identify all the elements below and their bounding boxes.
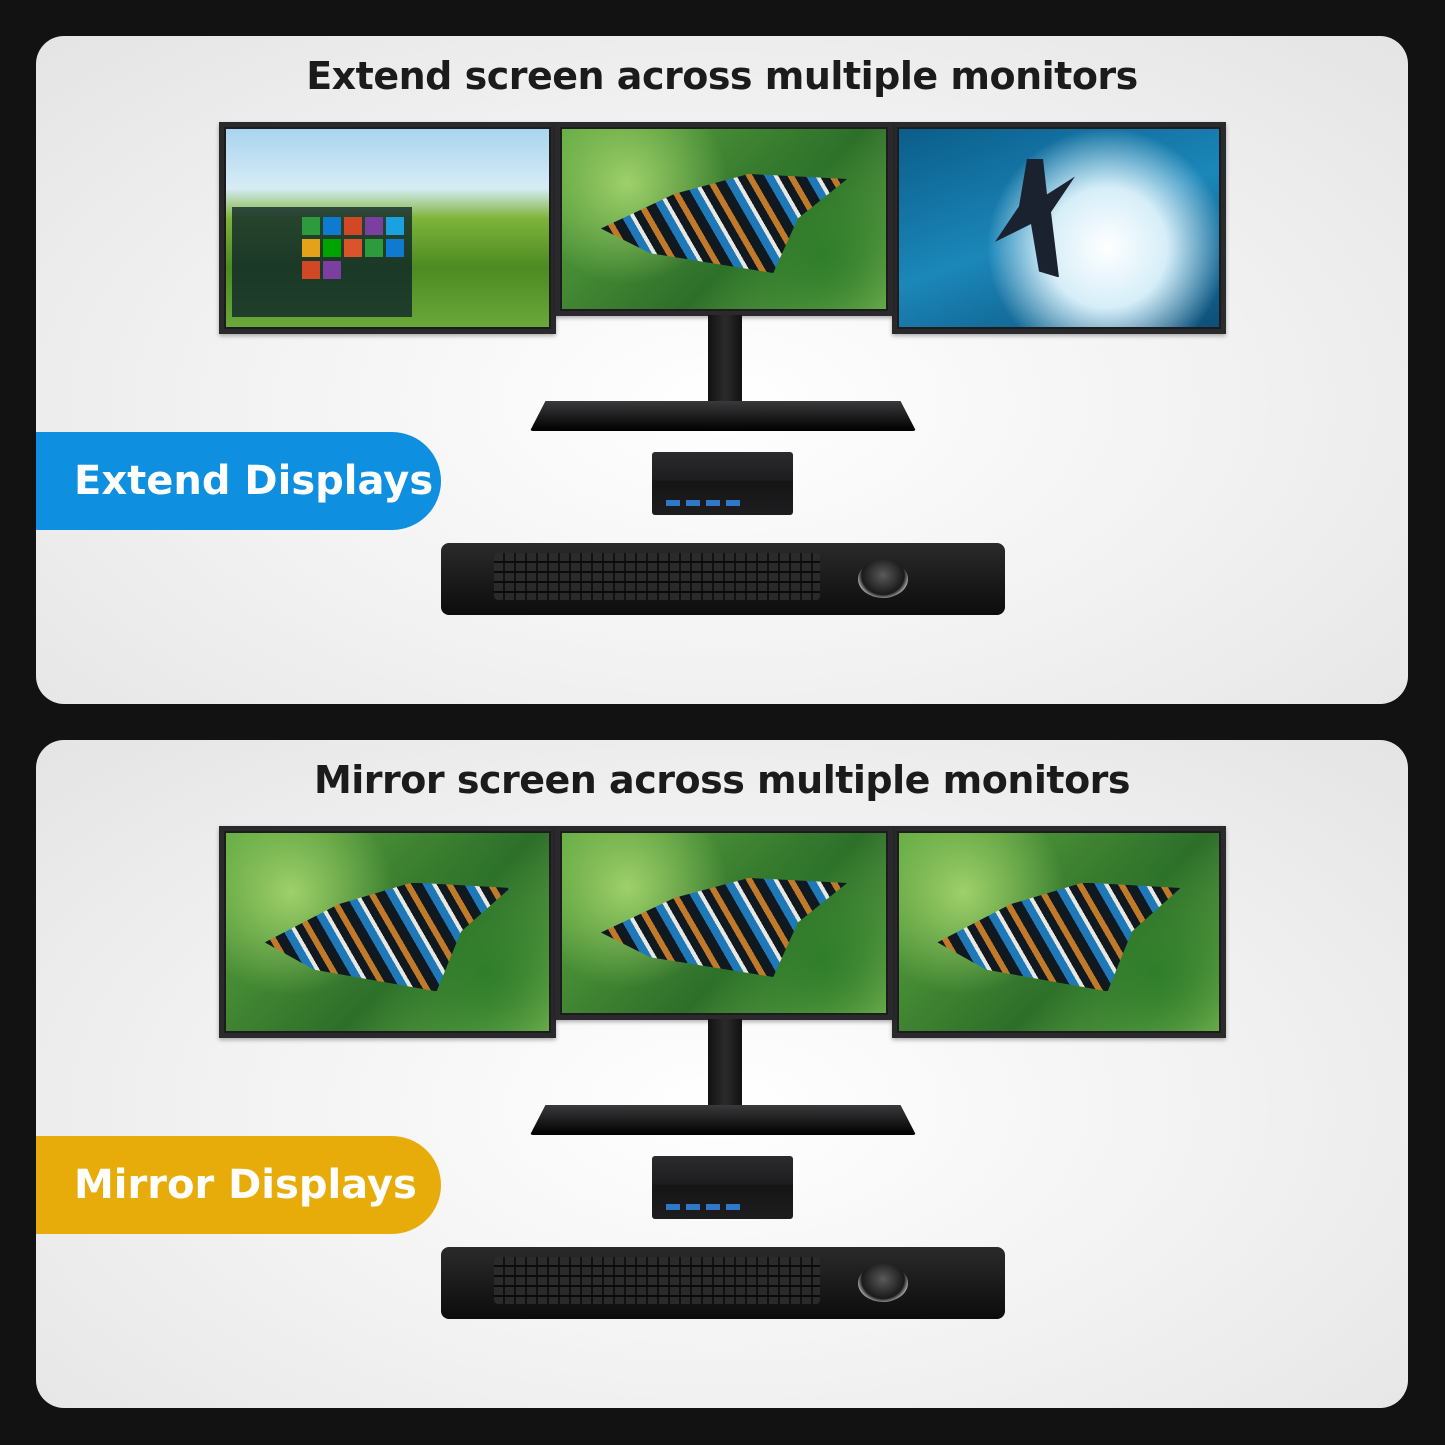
kvm-switch	[652, 1156, 793, 1219]
section-title: Extend screen across multiple monitors	[306, 54, 1138, 98]
butterfly-screen	[226, 833, 549, 1031]
section-title: Mirror screen across multiple monitors	[313, 758, 1131, 802]
left-monitor	[219, 122, 556, 334]
section-panel: Mirror screen across multiple monitors M…	[36, 740, 1408, 1408]
mode-badge: Extend Displays	[36, 432, 441, 530]
kvm-switch	[652, 452, 793, 515]
monitor-stand-base	[530, 401, 916, 431]
keyboard	[494, 553, 820, 600]
butterfly-screen	[899, 833, 1219, 1031]
butterfly-screen	[562, 833, 886, 1013]
right-monitor	[892, 122, 1226, 334]
windows-desktop-screen	[226, 129, 549, 327]
butterfly-screen	[562, 129, 886, 309]
keyboard	[494, 1257, 820, 1304]
monitor-stand-neck	[708, 315, 742, 411]
right-monitor	[892, 826, 1226, 1038]
mouse	[858, 1264, 908, 1302]
mode-badge: Mirror Displays	[36, 1136, 441, 1234]
mouse	[858, 560, 908, 598]
center-monitor	[555, 122, 893, 316]
center-monitor	[555, 826, 893, 1020]
section-panel: Extend screen across multiple monitors E…	[36, 36, 1408, 704]
monitor-stand-neck	[708, 1019, 742, 1115]
monitor-stand-base	[530, 1105, 916, 1135]
surfer-screen	[899, 129, 1219, 327]
left-monitor	[219, 826, 556, 1038]
